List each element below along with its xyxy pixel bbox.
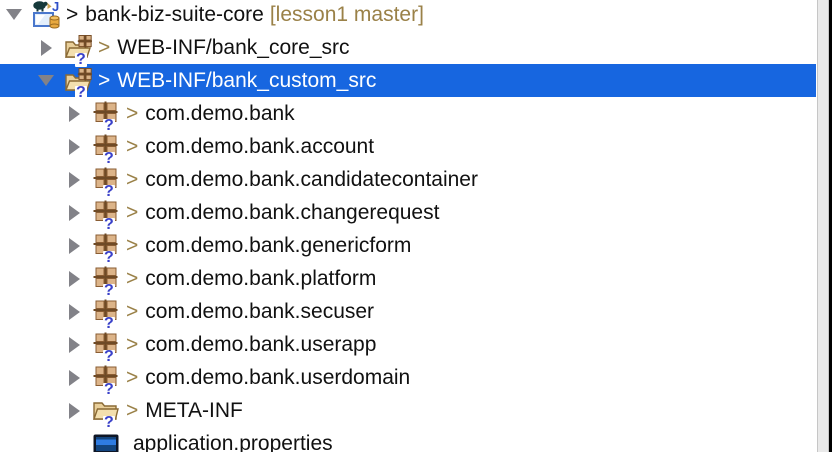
tree-row-3[interactable]: ? > com.demo.bank xyxy=(0,97,816,133)
disclosure-triangle-collapsed-icon[interactable] xyxy=(64,196,84,229)
package-icon: ? xyxy=(92,264,120,298)
tree-row-4[interactable]: ? > com.demo.bank.account xyxy=(0,130,816,166)
tree-row-10[interactable]: ? > com.demo.bank.userapp xyxy=(0,328,816,364)
disclosure-triangle-collapsed-icon[interactable] xyxy=(36,31,56,64)
git-change-marker: > xyxy=(126,167,139,191)
tree-row-8[interactable]: ? > com.demo.bank.platform xyxy=(0,262,816,298)
source-folder-icon: ? xyxy=(64,33,92,67)
git-untracked-badge: ? xyxy=(103,281,115,299)
row-label: com.demo.bank.userdomain xyxy=(145,365,411,389)
row-label: com.demo.bank.candidatecontainer xyxy=(145,167,478,191)
git-change-marker: > xyxy=(126,233,139,257)
tree-row-6[interactable]: ? > com.demo.bank.changerequest xyxy=(0,196,816,232)
twist-spacer xyxy=(64,427,84,452)
git-change-marker: > xyxy=(126,332,139,356)
tree-row-13[interactable]: application.properties xyxy=(0,427,816,452)
tree-row-12[interactable]: ? > META-INF xyxy=(0,394,816,430)
git-change-marker: > xyxy=(126,365,139,389)
package-icon: ? xyxy=(92,99,120,133)
tree-row-11[interactable]: ? > com.demo.bank.userdomain xyxy=(0,361,816,397)
git-change-marker: > xyxy=(126,299,139,323)
disclosure-triangle-collapsed-icon[interactable] xyxy=(64,295,84,328)
disclosure-triangle-collapsed-icon[interactable] xyxy=(64,163,84,196)
row-label: com.demo.bank.changerequest xyxy=(145,200,440,224)
git-untracked-badge: ? xyxy=(103,314,115,332)
disclosure-triangle-collapsed-icon[interactable] xyxy=(64,97,84,130)
disclosure-triangle-collapsed-icon[interactable] xyxy=(64,394,84,427)
tree-row-5[interactable]: ? > com.demo.bank.candidatecontainer xyxy=(0,163,816,199)
disclosure-triangle-collapsed-icon[interactable] xyxy=(64,262,84,295)
git-untracked-badge: ? xyxy=(103,182,115,200)
git-change-marker: > xyxy=(98,35,111,59)
tree-row-1[interactable]: ? > WEB-INF/bank_core_src xyxy=(0,31,816,67)
git-change-marker: > xyxy=(126,398,139,422)
git-change-marker: > xyxy=(126,200,139,224)
git-untracked-badge: ? xyxy=(103,347,115,365)
package-icon: ? xyxy=(92,231,120,265)
window-edge-divider xyxy=(829,0,832,452)
package-icon: ? xyxy=(92,165,120,199)
disclosure-triangle-expanded-icon[interactable] xyxy=(36,64,56,97)
tree-row-7[interactable]: ? > com.demo.bank.genericform xyxy=(0,229,816,265)
row-label: com.demo.bank.secuser xyxy=(145,299,375,323)
disclosure-triangle-collapsed-icon[interactable] xyxy=(64,361,84,394)
disclosure-triangle-collapsed-icon[interactable] xyxy=(64,328,84,361)
folder-icon: ? xyxy=(92,396,120,430)
tree-row-9[interactable]: ? > com.demo.bank.secuser xyxy=(0,295,816,331)
git-untracked-badge: ? xyxy=(103,149,115,167)
git-change-marker: > xyxy=(126,266,139,290)
row-label: bank-biz-suite-core xyxy=(85,2,264,26)
row-label: com.demo.bank xyxy=(145,101,295,125)
row-label: WEB-INF/bank_custom_src xyxy=(117,68,377,92)
row-label: com.demo.bank.userapp xyxy=(145,332,377,356)
git-change-marker: > xyxy=(126,134,139,158)
properties-file-icon xyxy=(92,429,120,452)
package-icon: ? xyxy=(92,198,120,232)
svg-text:J: J xyxy=(52,0,59,14)
git-change-marker: > xyxy=(66,2,79,26)
git-untracked-badge: ? xyxy=(103,248,115,266)
package-icon: ? xyxy=(92,330,120,364)
row-label: com.demo.bank.genericform xyxy=(145,233,412,257)
row-label: WEB-INF/bank_core_src xyxy=(117,35,350,59)
java-project-icon: J xyxy=(32,0,60,30)
tree-row-0[interactable]: J > bank-biz-suite-core [lesson1 master] xyxy=(0,0,816,31)
row-label: META-INF xyxy=(145,398,243,422)
git-untracked-badge: ? xyxy=(103,116,115,134)
tree-row-selected[interactable]: ? > WEB-INF/bank_custom_src xyxy=(0,64,816,100)
package-icon: ? xyxy=(92,132,120,166)
git-untracked-badge: ? xyxy=(103,380,115,398)
git-untracked-badge: ? xyxy=(75,50,87,68)
row-label: com.demo.bank.account xyxy=(145,134,375,158)
package-icon: ? xyxy=(92,297,120,331)
row-label: com.demo.bank.platform xyxy=(145,266,377,290)
git-untracked-badge: ? xyxy=(75,83,87,101)
package-icon: ? xyxy=(92,363,120,397)
disclosure-triangle-expanded-icon[interactable] xyxy=(4,0,24,31)
git-branch-decoration: [lesson1 master] xyxy=(269,2,424,26)
git-untracked-badge: ? xyxy=(103,215,115,233)
row-label: application.properties xyxy=(133,431,333,452)
source-folder-icon: ? xyxy=(64,66,92,100)
disclosure-triangle-collapsed-icon[interactable] xyxy=(64,130,84,163)
git-change-marker: > xyxy=(98,68,111,92)
vertical-scrollbar[interactable] xyxy=(817,0,829,452)
git-untracked-badge: ? xyxy=(103,413,115,431)
disclosure-triangle-collapsed-icon[interactable] xyxy=(64,229,84,262)
git-change-marker: > xyxy=(126,101,139,125)
